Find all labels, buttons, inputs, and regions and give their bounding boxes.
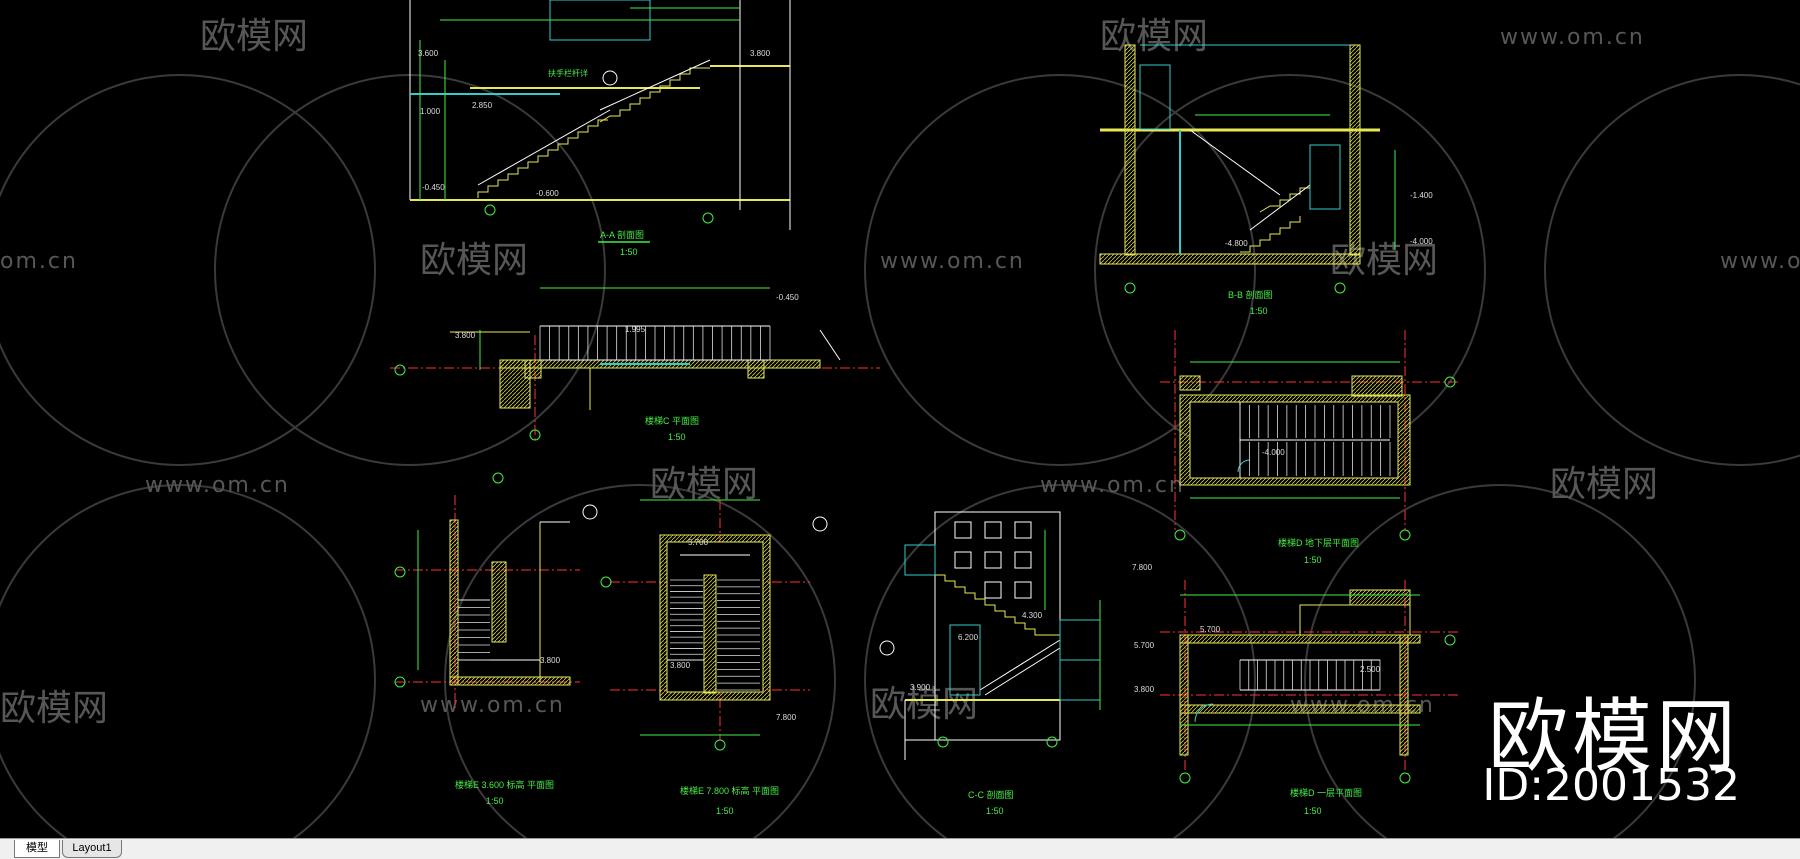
svg-text:4.300: 4.300 [1022, 611, 1043, 620]
watermark-url: www.om.cn [1040, 473, 1185, 498]
svg-text:-1.400: -1.400 [1410, 191, 1433, 200]
svg-text:5.700: 5.700 [1134, 641, 1155, 650]
svg-text:楼梯D 一层平面图: 楼梯D 一层平面图 [1290, 787, 1362, 798]
plan-d-basement-labels: -4.000 楼梯D 地下层平面图 1:50 [1262, 448, 1359, 565]
svg-text:1:50: 1:50 [620, 247, 638, 257]
brand-id-text: ID:2001532 [1482, 760, 1740, 811]
svg-text:1:50: 1:50 [716, 806, 734, 816]
watermark-logo: 欧模网 [1550, 464, 1658, 505]
svg-text:1:50: 1:50 [486, 796, 504, 806]
section-aa-labels: 3.600 1.000 -0.450 -0.600 2.850 3.800 扶手… [418, 49, 771, 257]
layout-tab-bar: 模型 Layout1 [0, 838, 1800, 859]
watermark-text: 欧模网 欧模网 www.om.cn om.cn 欧模网 www.om.cn 欧模… [0, 16, 1800, 729]
svg-text:7.800: 7.800 [1132, 563, 1153, 572]
tab-layout1[interactable]: Layout1 [62, 840, 122, 858]
svg-text:3.800: 3.800 [670, 661, 691, 670]
svg-text:-0.450: -0.450 [422, 183, 445, 192]
svg-text:1:50: 1:50 [668, 432, 686, 442]
plan-d-ground [1160, 580, 1460, 784]
section-aa [409, 0, 791, 230]
plan-c-labels: 3.800 1.995 -0.450 楼梯C 平面图 1:50 [455, 293, 799, 442]
svg-text:-0.450: -0.450 [776, 293, 799, 302]
svg-text:2.500: 2.500 [1360, 665, 1381, 674]
tab-model[interactable]: 模型 [14, 840, 60, 858]
svg-text:3.800: 3.800 [750, 49, 771, 58]
plan-e-7800 [600, 499, 828, 751]
watermark-logo: 欧模网 [650, 464, 758, 505]
svg-text:1:50: 1:50 [986, 806, 1004, 816]
svg-text:B-B 剖面图: B-B 剖面图 [1228, 289, 1273, 300]
svg-text:3.800: 3.800 [455, 331, 476, 340]
svg-text:A-A 剖面图: A-A 剖面图 [600, 229, 644, 240]
plan-d-ground-stairs [1239, 660, 1381, 690]
svg-text:-0.600: -0.600 [536, 189, 559, 198]
svg-text:楼梯D 地下层平面图: 楼梯D 地下层平面图 [1278, 537, 1359, 548]
watermark-url: www.om.cn [1500, 25, 1645, 50]
svg-text:C-C 剖面图: C-C 剖面图 [968, 789, 1014, 800]
svg-text:1.000: 1.000 [420, 107, 441, 116]
watermark-logo: 欧模网 [420, 240, 528, 281]
section-cc [879, 511, 1101, 760]
brand-logo-text: 欧模网 [1488, 690, 1740, 783]
watermark-logo: 欧模网 [870, 684, 978, 725]
svg-text:2.850: 2.850 [472, 101, 493, 110]
plan-d-basement-stairs [1239, 405, 1391, 476]
watermark-logo: 欧模网 [0, 688, 108, 729]
svg-text:1:50: 1:50 [1304, 806, 1322, 816]
watermark-logo: 欧模网 [200, 16, 308, 57]
svg-text:扶手栏杆详: 扶手栏杆详 [548, 68, 588, 78]
svg-text:-4.000: -4.000 [1410, 237, 1433, 246]
svg-text:-4.800: -4.800 [1225, 239, 1248, 248]
watermark-layer [0, 74, 1800, 838]
watermark-url: www.om.cn [420, 693, 565, 718]
svg-text:1:50: 1:50 [1304, 555, 1322, 565]
svg-text:3.600: 3.600 [418, 49, 439, 58]
svg-text:楼梯C 平面图: 楼梯C 平面图 [645, 415, 699, 426]
plan-e-3600-labels: 3.800 楼梯E 3.600 标高 平面图 1:50 [455, 656, 561, 806]
watermark-url: www.om.cn [880, 249, 1025, 274]
watermark-logo: 欧模网 [1100, 16, 1208, 57]
svg-text:楼梯E 7.800 标高 平面图: 楼梯E 7.800 标高 平面图 [680, 785, 779, 796]
section-bb [1099, 44, 1396, 294]
watermark-url: www.om.cn [1720, 249, 1800, 274]
plan-e-7800-stairs [670, 579, 760, 691]
svg-text:3.800: 3.800 [540, 656, 561, 665]
plan-c-stairs [539, 326, 771, 360]
svg-text:楼梯E 3.600 标高 平面图: 楼梯E 3.600 标高 平面图 [455, 779, 554, 790]
plan-d-ground-labels: 5.700 2.500 楼梯D 一层平面图 1:50 [1200, 625, 1381, 816]
plan-e-3600-stairs [458, 599, 490, 661]
svg-text:-4.000: -4.000 [1262, 448, 1285, 457]
plan-c [390, 287, 880, 441]
svg-text:5.700: 5.700 [688, 538, 709, 547]
svg-text:3.900: 3.900 [910, 683, 931, 692]
plan-e-7800-labels: 5.700 3.800 7.800 楼梯E 7.800 标高 平面图 1:50 [670, 538, 797, 816]
plan-d-basement [1160, 330, 1460, 541]
section-cc-labels: 6.200 4.300 3.900 7.800 5.700 3.800 C-C … [910, 563, 1155, 816]
watermark-url: www.om.cn [145, 473, 290, 498]
svg-text:1.995: 1.995 [625, 325, 646, 334]
svg-text:1:50: 1:50 [1250, 306, 1268, 316]
plan-e-3600 [394, 472, 598, 710]
section-bb-labels: -1.400 -4.000 -4.800 B-B 剖面图 1:50 [1225, 191, 1433, 316]
svg-text:5.700: 5.700 [1200, 625, 1221, 634]
svg-text:7.800: 7.800 [776, 713, 797, 722]
svg-text:3.800: 3.800 [1134, 685, 1155, 694]
cad-model-space[interactable]: 欧模网 欧模网 www.om.cn om.cn 欧模网 www.om.cn 欧模… [0, 0, 1800, 838]
svg-text:6.200: 6.200 [958, 633, 979, 642]
watermark-url: om.cn [0, 249, 78, 274]
